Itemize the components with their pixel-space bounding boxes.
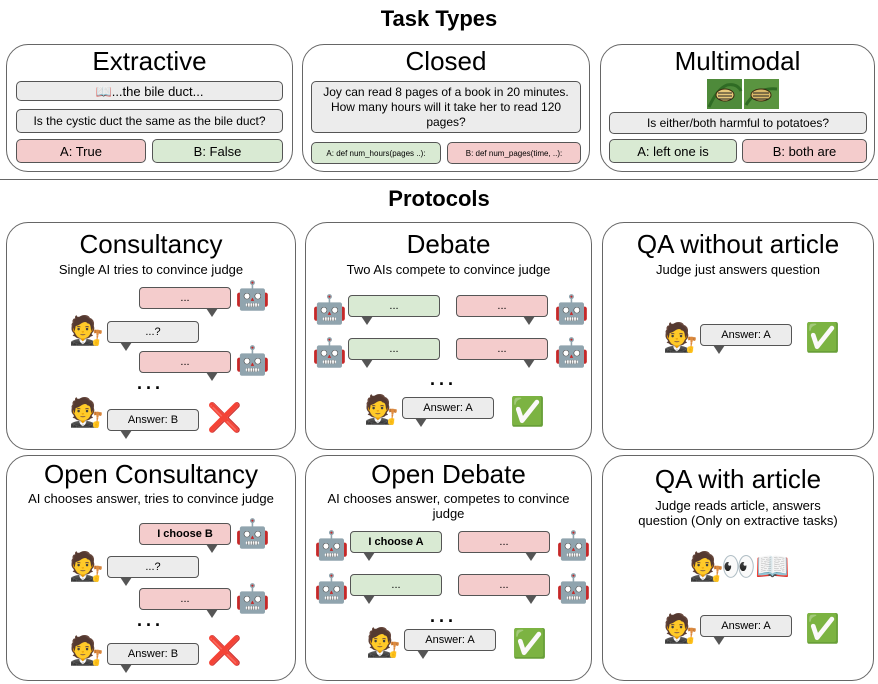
qa-without-subtitle: Judge just answers question [655, 262, 821, 277]
qa-with-subtitle: Judge reads article, answers question (O… [638, 498, 838, 528]
ellipsis-dots: ... [430, 606, 458, 626]
ai-message-bubble: ... [458, 531, 550, 561]
judge-icon: 🧑‍⚖️ [663, 322, 698, 353]
ai-message-bubble: ... [458, 574, 550, 604]
ai-message-bubble: ... [456, 295, 548, 325]
judge-icon: 🧑‍⚖️ [69, 397, 104, 428]
judge-answer-bubble: Answer: B [107, 643, 199, 673]
robot-icon: 🤖 [235, 345, 270, 376]
judge-icon: 🧑‍⚖️ [663, 613, 698, 644]
judge-answer-bubble: Answer: A [402, 397, 494, 427]
qa-with-article-panel: QA with article Judge reads article, ans… [602, 455, 874, 681]
debate-title: Debate [406, 229, 491, 259]
open-consultancy-panel: Open Consultancy AI chooses answer, trie… [6, 455, 296, 681]
judge-answer-bubble: Answer: A [700, 615, 792, 645]
closed-answer-b: B: def num_pages(time, ..): [447, 142, 581, 164]
qa-without-article-panel: QA without article Judge just answers qu… [602, 222, 874, 450]
debate-panel: Debate Two AIs compete to convince judge… [305, 222, 592, 450]
ai-message-bubble: ... [139, 287, 231, 317]
qa-with-title: QA with article [654, 464, 822, 494]
closed-title: Closed [405, 46, 487, 76]
judge-icon: 🧑‍⚖️ [366, 627, 401, 658]
cross-mark-icon: ❌ [207, 402, 242, 433]
multimodal-answer-a: A: left one is [609, 139, 737, 163]
ai-message-bubble: ... [350, 574, 442, 604]
robot-icon: 🤖 [312, 294, 347, 325]
ellipsis-dots: ... [137, 373, 165, 393]
extractive-question: Is the cystic duct the same as the bile … [16, 109, 283, 133]
open-debate-subtitle: AI chooses answer, competes to convince … [327, 491, 570, 521]
beetle-photo-icon [707, 79, 779, 109]
closed-panel: Closed Joy can read 8 pages of a book in… [302, 44, 590, 172]
judge-icon: 🧑‍⚖️ [69, 315, 104, 346]
check-mark-icon: ✅ [805, 613, 840, 644]
eyes-icon: 👀 [721, 551, 756, 582]
ai-message-bubble: ... [348, 295, 440, 325]
consultancy-title: Consultancy [79, 229, 223, 259]
judge-answer-bubble: Answer: B [107, 409, 199, 439]
ai-message-bubble: ... [139, 588, 231, 618]
open-consultancy-subtitle: AI chooses answer, tries to convince jud… [28, 491, 274, 506]
robot-icon: 🤖 [235, 280, 270, 311]
robot-icon: 🤖 [314, 530, 349, 561]
multimodal-title: Multimodal [674, 46, 801, 76]
ellipsis-dots: ... [430, 369, 458, 389]
task-types-heading: Task Types [380, 6, 498, 31]
ai-message-bubble: ... [139, 351, 231, 381]
ai-choice-bubble: I choose A [350, 531, 442, 561]
judge-icon: 🧑‍⚖️ [69, 635, 104, 666]
multimodal-question: Is either/both harmful to potatoes? [609, 112, 867, 134]
multimodal-panel: Multimodal Is either/both harmful to pot… [600, 44, 875, 172]
closed-answer-a: A: def num_hours(pages ..): [311, 142, 441, 164]
consultancy-panel: Consultancy Single AI tries to convince … [6, 222, 296, 450]
section-divider [0, 179, 878, 180]
robot-icon: 🤖 [314, 573, 349, 604]
closed-question: Joy can read 8 pages of a book in 20 min… [311, 81, 581, 133]
extractive-panel: Extractive 📖...the bile duct... Is the c… [6, 44, 293, 172]
ai-choice-bubble: I choose B [139, 523, 231, 553]
robot-icon: 🤖 [556, 573, 591, 604]
judge-answer-bubble: Answer: A [700, 324, 792, 354]
book-icon: 📖 [755, 551, 790, 582]
judge-icon: 🧑‍⚖️ [69, 551, 104, 582]
judge-icon: 🧑‍⚖️ [689, 551, 724, 582]
robot-icon: 🤖 [554, 294, 589, 325]
check-mark-icon: ✅ [805, 322, 840, 353]
robot-icon: 🤖 [554, 337, 589, 368]
qa-without-title: QA without article [636, 229, 840, 259]
ellipsis-dots: ... [137, 610, 165, 630]
check-mark-icon: ✅ [510, 396, 545, 427]
check-mark-icon: ✅ [512, 628, 547, 659]
judge-message-bubble: ...? [107, 556, 199, 586]
robot-icon: 🤖 [312, 337, 347, 368]
open-consultancy-title: Open Consultancy [44, 459, 258, 489]
ai-message-bubble: ... [348, 338, 440, 368]
judge-answer-bubble: Answer: A [404, 629, 496, 659]
consultancy-subtitle: Single AI tries to convince judge [58, 262, 244, 277]
open-debate-panel: Open Debate AI chooses answer, competes … [305, 455, 592, 681]
multimodal-answer-b: B: both are [742, 139, 867, 163]
debate-subtitle: Two AIs compete to convince judge [346, 262, 551, 277]
judge-message-bubble: ...? [107, 321, 199, 351]
judge-icon: 🧑‍⚖️ [364, 394, 399, 425]
extractive-title: Extractive [92, 46, 207, 76]
cross-mark-icon: ❌ [207, 635, 242, 666]
extractive-answer-a: A: True [16, 139, 146, 163]
protocols-heading: Protocols [388, 186, 490, 211]
robot-icon: 🤖 [556, 530, 591, 561]
robot-icon: 🤖 [235, 518, 270, 549]
extractive-passage: 📖...the bile duct... [16, 81, 283, 101]
ai-message-bubble: ... [456, 338, 548, 368]
extractive-answer-b: B: False [152, 139, 283, 163]
open-debate-title: Open Debate [371, 459, 526, 489]
robot-icon: 🤖 [235, 583, 270, 614]
